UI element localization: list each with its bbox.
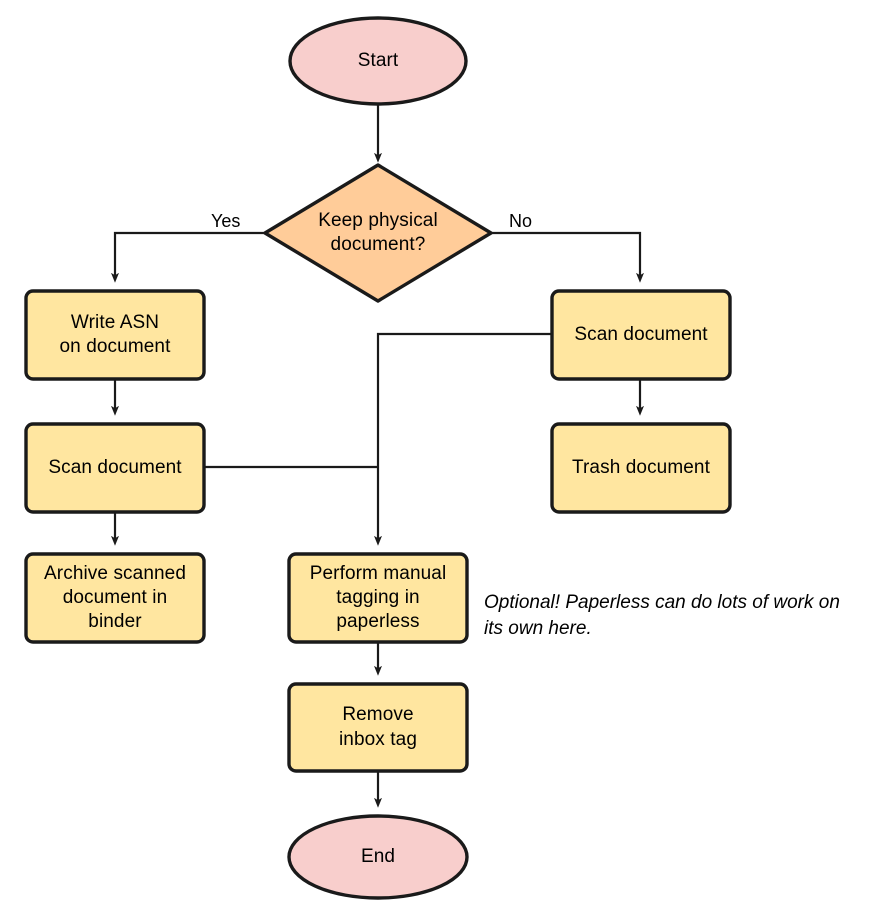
- edge-decision-to-write-asn: [111, 231, 264, 283]
- node-end-shape[interactable]: [287, 814, 469, 900]
- node-trash-document-shape[interactable]: [550, 422, 732, 514]
- node-scan-document-left-shape[interactable]: [24, 422, 206, 514]
- edge-label-no: No: [509, 211, 533, 231]
- node-decision-keep-physical-shape[interactable]: [263, 163, 493, 303]
- edge-decision-to-scan-right: [492, 231, 644, 283]
- node-write-asn-shape[interactable]: [24, 289, 206, 381]
- node-start-shape[interactable]: [288, 16, 468, 106]
- connector-layer: [111, 104, 644, 808]
- optional-note-annotation: Optional! Paperless can do lots of work …: [484, 592, 840, 640]
- node-archive-binder-shape[interactable]: [24, 552, 206, 644]
- edge-scan-right-to-manual-tagging: [374, 332, 552, 546]
- edge-label-yes: Yes: [211, 211, 241, 231]
- node-scan-document-right-shape[interactable]: [550, 289, 732, 381]
- node-manual-tagging-shape[interactable]: [287, 552, 469, 644]
- node-remove-inbox-tag-shape[interactable]: [287, 682, 469, 773]
